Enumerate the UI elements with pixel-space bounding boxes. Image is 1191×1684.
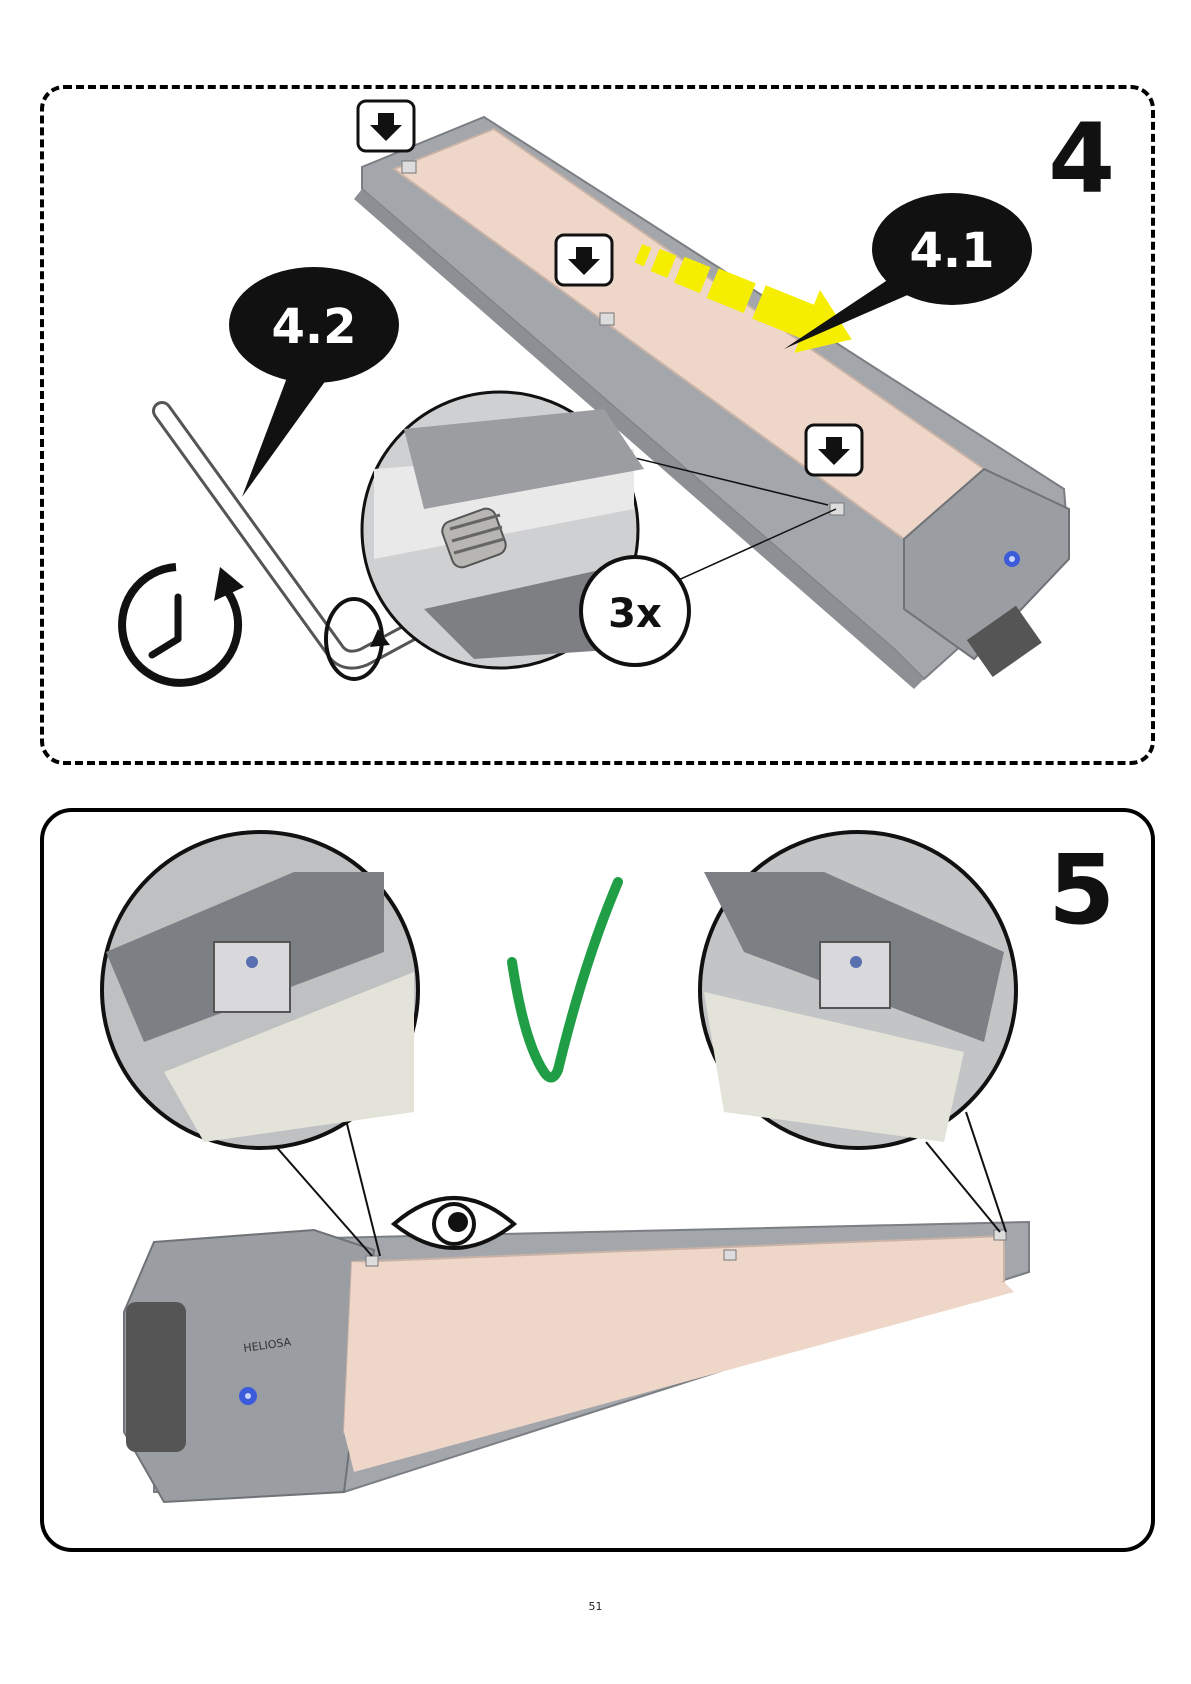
mounting-bracket — [820, 942, 890, 1008]
callout-4-2: 4.2 — [229, 267, 399, 497]
step-5-illustration: HELIOSA — [44, 812, 1151, 1548]
zoom-detail-left-bracket — [102, 832, 418, 1256]
repeat-count-label: 3x — [608, 591, 662, 637]
step-4-panel: 4 — [40, 85, 1155, 765]
arrow-down-icon — [556, 235, 612, 285]
heater-housing: HELIOSA — [124, 1222, 1029, 1502]
zoom-detail-right-bracket — [700, 832, 1016, 1232]
repeat-count-badge: 3x — [581, 557, 689, 665]
mounting-bracket — [214, 942, 290, 1012]
page-number: 51 — [0, 1600, 1191, 1613]
callout-4-2-label: 4.2 — [271, 299, 356, 355]
step-4-illustration: 4.1 4.2 — [44, 89, 1151, 761]
arrow-down-icon — [806, 425, 862, 475]
clock-rotate-icon — [122, 567, 244, 683]
callout-4-1-label: 4.1 — [909, 223, 994, 279]
callout-4-1: 4.1 — [784, 193, 1032, 349]
arrow-down-icon — [358, 101, 414, 151]
checkmark-icon — [512, 882, 618, 1078]
step-5-panel: 5 HELIOSA — [40, 808, 1155, 1552]
